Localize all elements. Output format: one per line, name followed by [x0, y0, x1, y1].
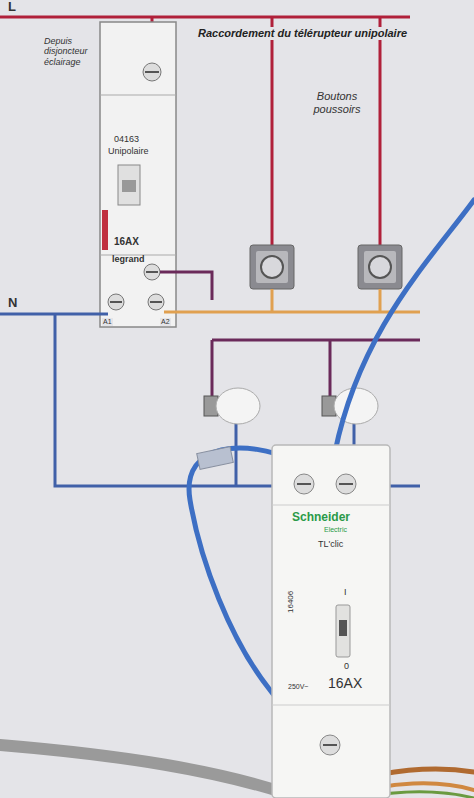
neutral-label: N [8, 296, 17, 311]
push-buttons [250, 245, 402, 289]
component-label: Boutons poussoirs [300, 90, 374, 115]
lamp-wires [160, 272, 420, 398]
diagram-title: Raccordement du télérupteur unipolaire [196, 27, 409, 40]
rating: 16AX [114, 236, 139, 248]
brand-name: legrand [112, 254, 145, 264]
relay-module: SchneiderElectricTL'clic 16406 I 0 250V~ 16AX [272, 445, 390, 798]
schneider-module [272, 445, 390, 798]
legrand-module [100, 22, 176, 327]
product-name: TL'clic [318, 539, 343, 549]
model-number: 04163 [114, 134, 139, 144]
switch-mark: I [344, 587, 347, 597]
module-type: Unipolaire [108, 146, 149, 156]
command-wires [164, 289, 420, 312]
terminal-label: A1 [102, 318, 113, 326]
phase-wires [0, 17, 410, 245]
real-wires [0, 200, 474, 798]
terminal-label: A2 [160, 318, 171, 326]
brand-name: Schneider [292, 511, 350, 525]
current-rating: 16AX [328, 675, 362, 691]
brand-subtitle: Electric [324, 526, 347, 534]
model-number: 16406 [286, 591, 295, 613]
relay-module: 04163Unipolaire 16AX legrand [100, 22, 176, 327]
source-note: Depuis disjoncteur éclairage [44, 36, 98, 67]
phase-label: L [8, 0, 16, 15]
switch-mark: 0 [344, 661, 349, 671]
voltage-rating: 250V~ [288, 683, 308, 691]
